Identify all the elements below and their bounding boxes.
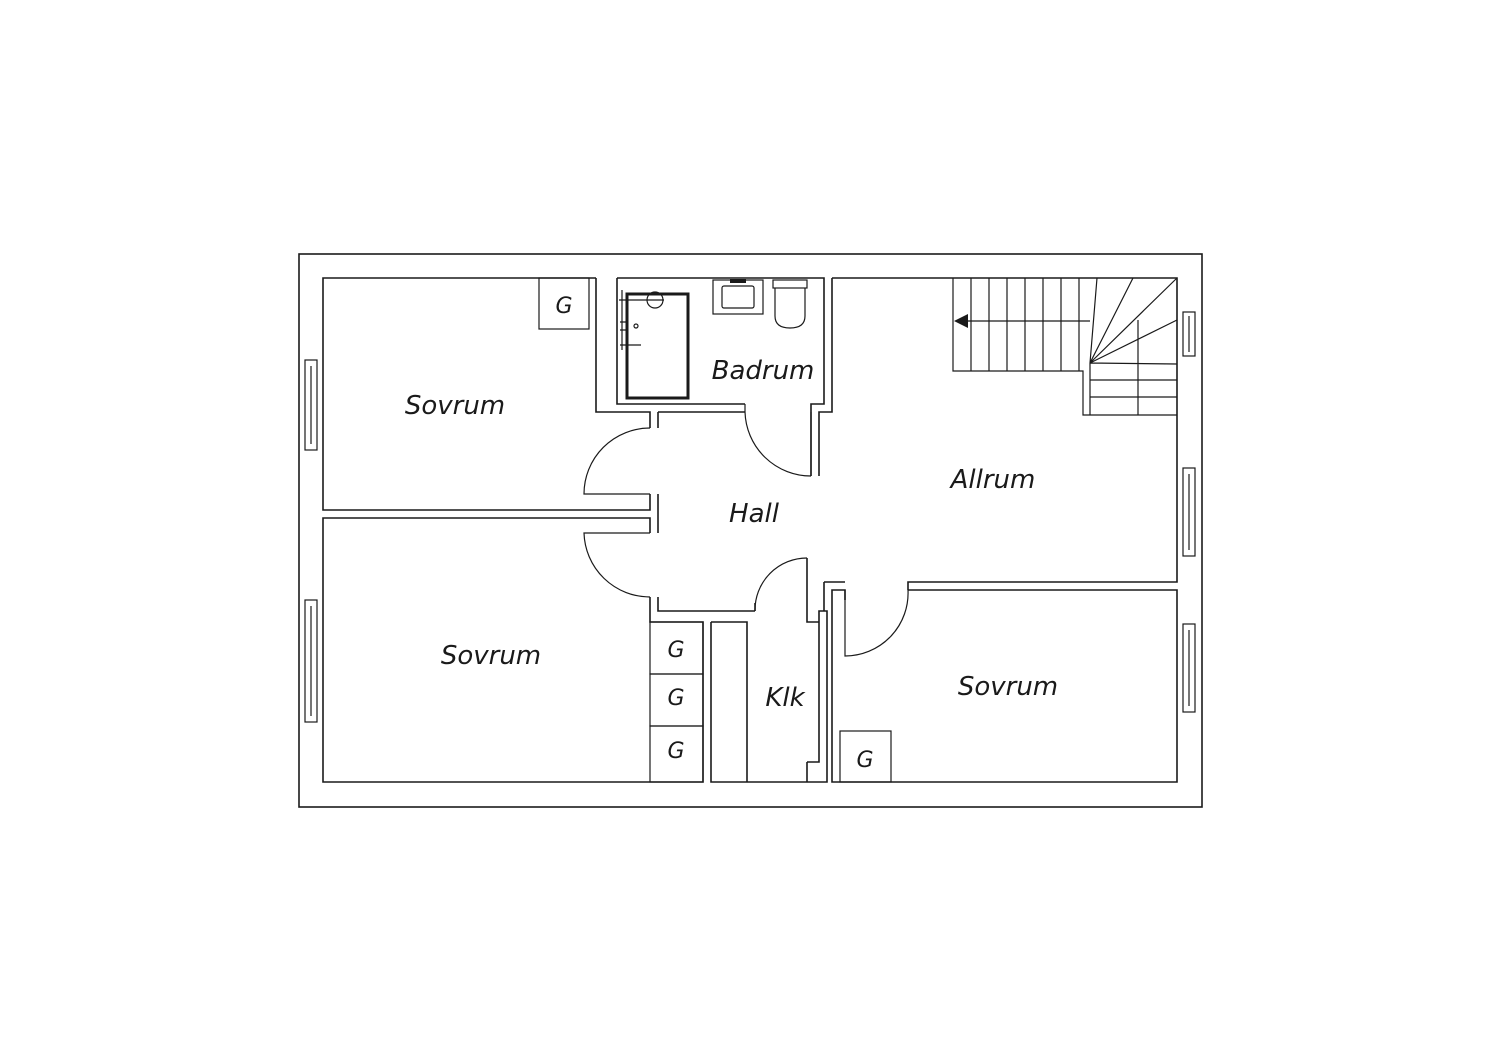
closet-label-g3: G — [667, 686, 684, 711]
closet-label-g5: G — [856, 748, 873, 773]
wall-hall-left-bottom — [657, 597, 755, 612]
closet-g4 — [649, 725, 704, 783]
window-right-mid — [1182, 467, 1196, 557]
wall-badrum-right — [818, 278, 833, 476]
toilet-tank-icon — [772, 279, 808, 289]
room-label-allrum: Allrum — [949, 465, 1036, 495]
room-label-badrum: Badrum — [712, 356, 815, 386]
wall-sovrum-top-left — [322, 277, 651, 511]
closet-g1 — [538, 277, 590, 330]
wall-klk — [710, 558, 828, 783]
shower-fittings-icon — [619, 290, 664, 350]
wall-allrum — [832, 277, 1178, 590]
wall-allrum-bottom — [823, 581, 845, 611]
door-badrum — [744, 404, 812, 477]
room-label-sovrum-right: Sovrum — [958, 672, 1058, 702]
closet-label-g1: G — [555, 294, 572, 319]
door-sovrum-right — [844, 589, 909, 657]
shower-tray — [625, 292, 690, 400]
closet-label-g2: G — [667, 638, 684, 663]
window-right-bottom — [1182, 623, 1196, 713]
toilet-bowl-icon — [774, 288, 806, 329]
sink-basin-icon — [721, 285, 755, 309]
shower-drain-icon — [633, 323, 639, 329]
room-label-sovrum-bottom-left: Sovrum — [441, 641, 541, 671]
room-label-hall: Hall — [729, 499, 780, 529]
door-sovrum-top-left — [583, 427, 651, 495]
stair-arrow-icon — [954, 314, 968, 328]
window-left-top — [304, 359, 318, 451]
door-klk — [754, 557, 808, 612]
door-sovrum-bottom-left — [583, 532, 651, 598]
window-left-bottom — [304, 599, 318, 723]
closet-g5 — [839, 730, 892, 783]
room-label-sovrum-top-left: Sovrum — [405, 391, 505, 421]
outer-wall — [298, 253, 1203, 808]
stair-outline — [952, 278, 1177, 416]
wall-sovrum-top-left-right — [595, 278, 651, 428]
window-right-top — [1182, 311, 1196, 357]
stair-treads — [970, 277, 1178, 415]
closet-label-g4: G — [667, 739, 684, 764]
room-label-klk: Klk — [765, 683, 805, 713]
sink-icon — [712, 279, 764, 315]
